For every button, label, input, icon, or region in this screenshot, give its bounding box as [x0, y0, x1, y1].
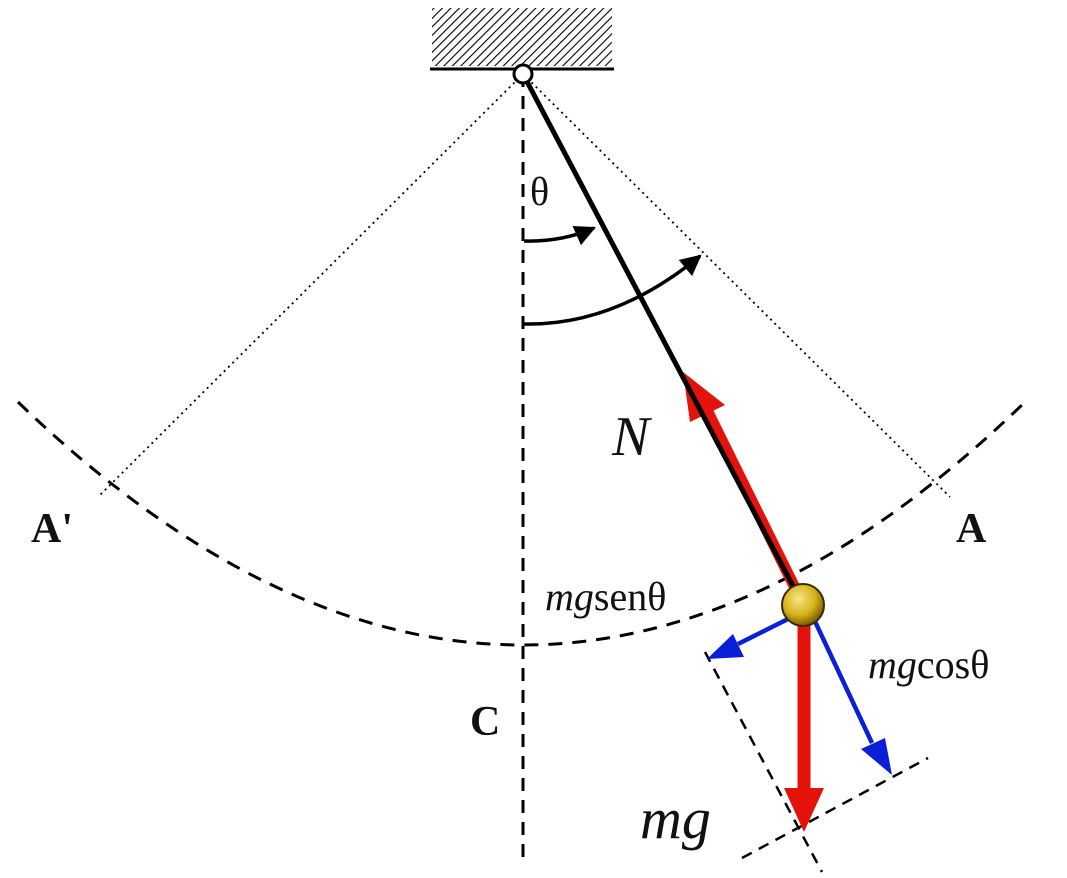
dotted-line-a: [522, 73, 951, 498]
point-a-prime-label: A': [31, 506, 73, 552]
pivot-point: [512, 63, 534, 85]
construction-line-radial: [741, 756, 929, 860]
radial-component-label: mgcosθ: [868, 642, 989, 687]
construction-line-tangent: [703, 651, 824, 873]
tangential-component-arrow: [707, 615, 792, 659]
radial-component-arrow: [809, 614, 892, 775]
weight-label: mg: [640, 786, 711, 851]
ceiling-support: [430, 8, 614, 71]
theta-angle-arc: [523, 225, 596, 246]
weight-force-arrow: [784, 615, 824, 832]
pendulum-string: [520, 72, 806, 607]
theta-label: θ: [530, 169, 549, 214]
ceiling-hatch: [432, 8, 612, 66]
pendulum-bob: [781, 583, 825, 627]
amplitude-angle-arc: [523, 254, 702, 326]
tangential-component-label: mgsenθ: [545, 574, 666, 619]
point-a-label: A: [956, 506, 987, 552]
dotted-line-a-prime: [97, 73, 524, 498]
tangential-label-mg: mg: [545, 574, 594, 619]
normal-force-label: N: [611, 406, 652, 468]
radial-label-mg: mg: [868, 642, 917, 687]
radial-label-rest: cosθ: [917, 642, 989, 687]
tangential-label-rest: senθ: [594, 574, 666, 619]
point-c-label: C: [470, 699, 500, 745]
swing-arc: [16, 400, 1027, 647]
